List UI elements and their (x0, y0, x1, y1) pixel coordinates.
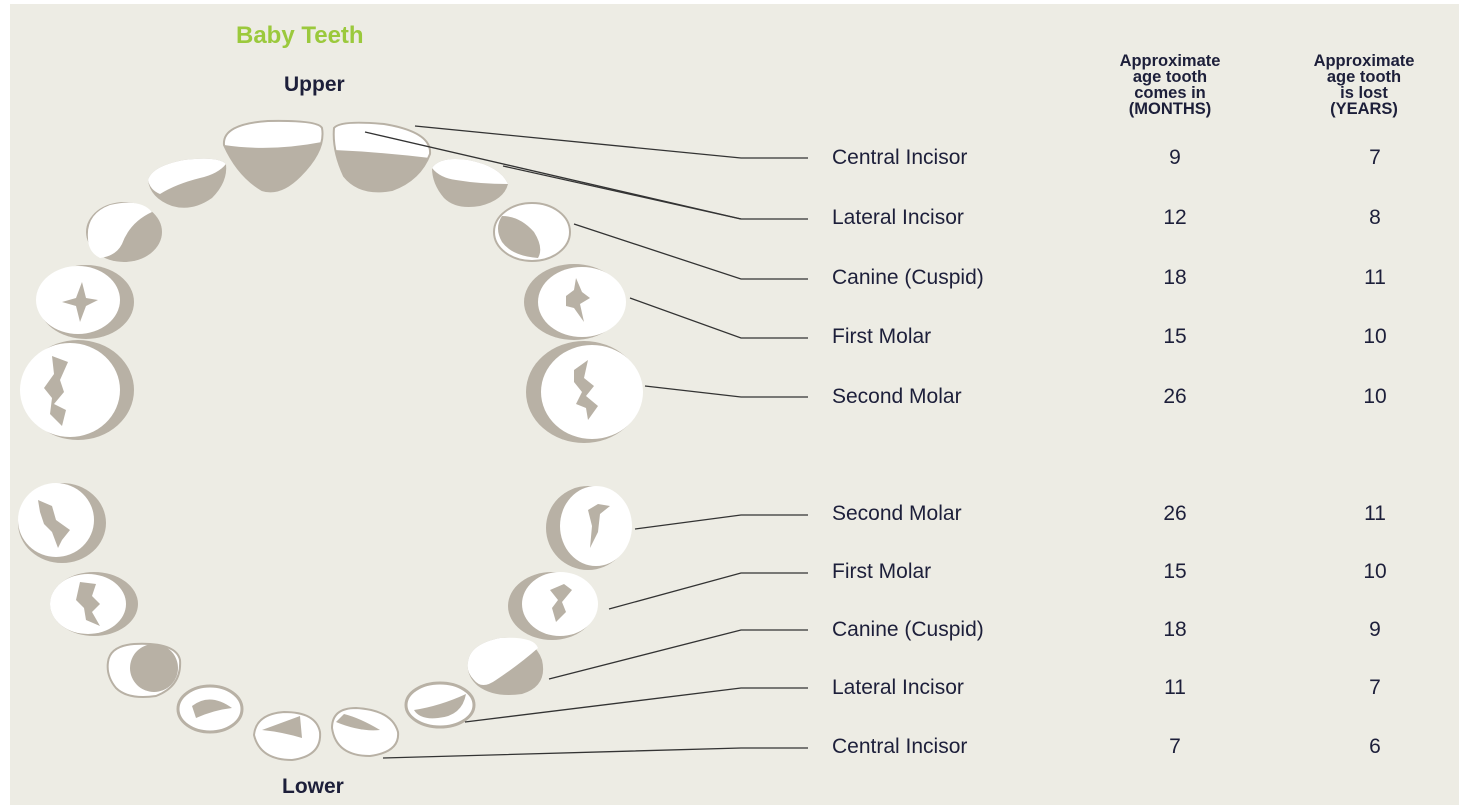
tooth-name: First Molar (832, 560, 932, 583)
comes-in-value: 18 (1163, 266, 1187, 289)
upper-jaw-label: Upper (284, 73, 345, 96)
lower-teeth (18, 483, 632, 762)
lost-value: 10 (1363, 325, 1387, 348)
leader-upper-lateral-incisor-2 (502, 165, 742, 220)
tooth-name: Lateral Incisor (832, 676, 964, 699)
upper-right-lateral-incisor (432, 159, 508, 207)
lost-value: 9 (1369, 618, 1381, 641)
leader-lower-second-molar (634, 514, 808, 530)
lower-left-canine (106, 642, 182, 698)
diagram-title: Baby Teeth (236, 22, 364, 49)
tooth-name: Second Molar (832, 502, 962, 525)
tooth-name: Central Incisor (832, 735, 968, 758)
leader-lower-canine (548, 629, 808, 680)
comes-in-value: 15 (1163, 560, 1187, 583)
leader-upper-first-molar (629, 297, 808, 339)
comes-in-value: 11 (1164, 676, 1186, 699)
table-row-upper-canine: Canine (Cuspid) 18 11 (0, 263, 1459, 293)
table-row-lower-second-molar: Second Molar 26 11 (0, 499, 1459, 529)
lost-value: 6 (1369, 735, 1381, 758)
leader-lower-first-molar (608, 572, 808, 610)
leader-upper-central-incisor (414, 125, 808, 159)
column-header-comes-in: Approximate age tooth comes in (MONTHS) (1119, 52, 1221, 118)
lost-value: 10 (1363, 560, 1387, 583)
lower-left-second-molar (18, 483, 106, 563)
table-row-lower-canine: Canine (Cuspid) 18 9 (0, 615, 1459, 645)
tooth-name: Central Incisor (832, 146, 968, 169)
upper-left-first-molar (36, 265, 134, 339)
lower-jaw-label: Lower (282, 775, 344, 798)
comes-in-value: 9 (1169, 146, 1181, 169)
upper-left-lateral-incisor (148, 158, 227, 208)
upper-left-central-incisor (222, 119, 324, 193)
upper-right-canine (493, 202, 571, 262)
lost-value: 11 (1364, 502, 1386, 525)
comes-in-value: 26 (1163, 502, 1187, 525)
table-row-lower-central-incisor: Central Incisor 7 6 (0, 732, 1459, 762)
leader-lower-lateral-incisor (464, 687, 808, 723)
lower-right-second-molar (546, 486, 632, 570)
upper-right-first-molar (524, 264, 626, 340)
comes-in-value: 7 (1169, 735, 1181, 758)
leader-upper-second-molar (644, 385, 808, 398)
comes-in-value: 12 (1163, 206, 1187, 229)
leader-lines (364, 125, 808, 759)
tooth-name: Canine (Cuspid) (832, 266, 984, 289)
leader-lower-central-incisor (382, 747, 808, 759)
lower-right-first-molar (508, 572, 598, 640)
tooth-name: Canine (Cuspid) (832, 618, 984, 641)
table-row-upper-lateral-incisor: Lateral Incisor 12 8 (0, 203, 1459, 233)
lost-value: 10 (1363, 385, 1387, 408)
upper-teeth (20, 119, 643, 443)
upper-left-second-molar (20, 340, 134, 440)
column-header-lost: Approximate age tooth is lost (YEARS) (1313, 52, 1415, 118)
lower-left-central-incisor (252, 710, 322, 762)
table-row-upper-first-molar: First Molar 15 10 (0, 322, 1459, 352)
lower-right-canine (467, 637, 544, 695)
leader-upper-canine (573, 223, 808, 280)
table-row-lower-first-molar: First Molar 15 10 (0, 557, 1459, 587)
comes-in-value: 26 (1163, 385, 1187, 408)
comes-in-value: 15 (1163, 325, 1187, 348)
table-row-lower-lateral-incisor: Lateral Incisor 11 7 (0, 673, 1459, 703)
lost-value: 8 (1369, 206, 1381, 229)
comes-in-value: 18 (1163, 618, 1187, 641)
table-row-upper-central-incisor: Central Incisor 9 7 (0, 143, 1459, 173)
lost-value: 7 (1369, 146, 1381, 169)
upper-right-second-molar (526, 341, 643, 443)
lost-value: 11 (1364, 266, 1386, 289)
table-row-upper-second-molar: Second Molar 26 10 (0, 382, 1459, 412)
tooth-name: First Molar (832, 325, 932, 348)
lower-left-first-molar (50, 572, 138, 636)
lower-left-lateral-incisor (176, 684, 244, 734)
upper-left-canine (86, 202, 162, 262)
tooth-name: Lateral Incisor (832, 206, 964, 229)
lost-value: 7 (1369, 676, 1381, 699)
lower-right-lateral-incisor (404, 681, 476, 729)
lower-right-central-incisor (330, 706, 400, 758)
tooth-name: Second Molar (832, 385, 962, 408)
